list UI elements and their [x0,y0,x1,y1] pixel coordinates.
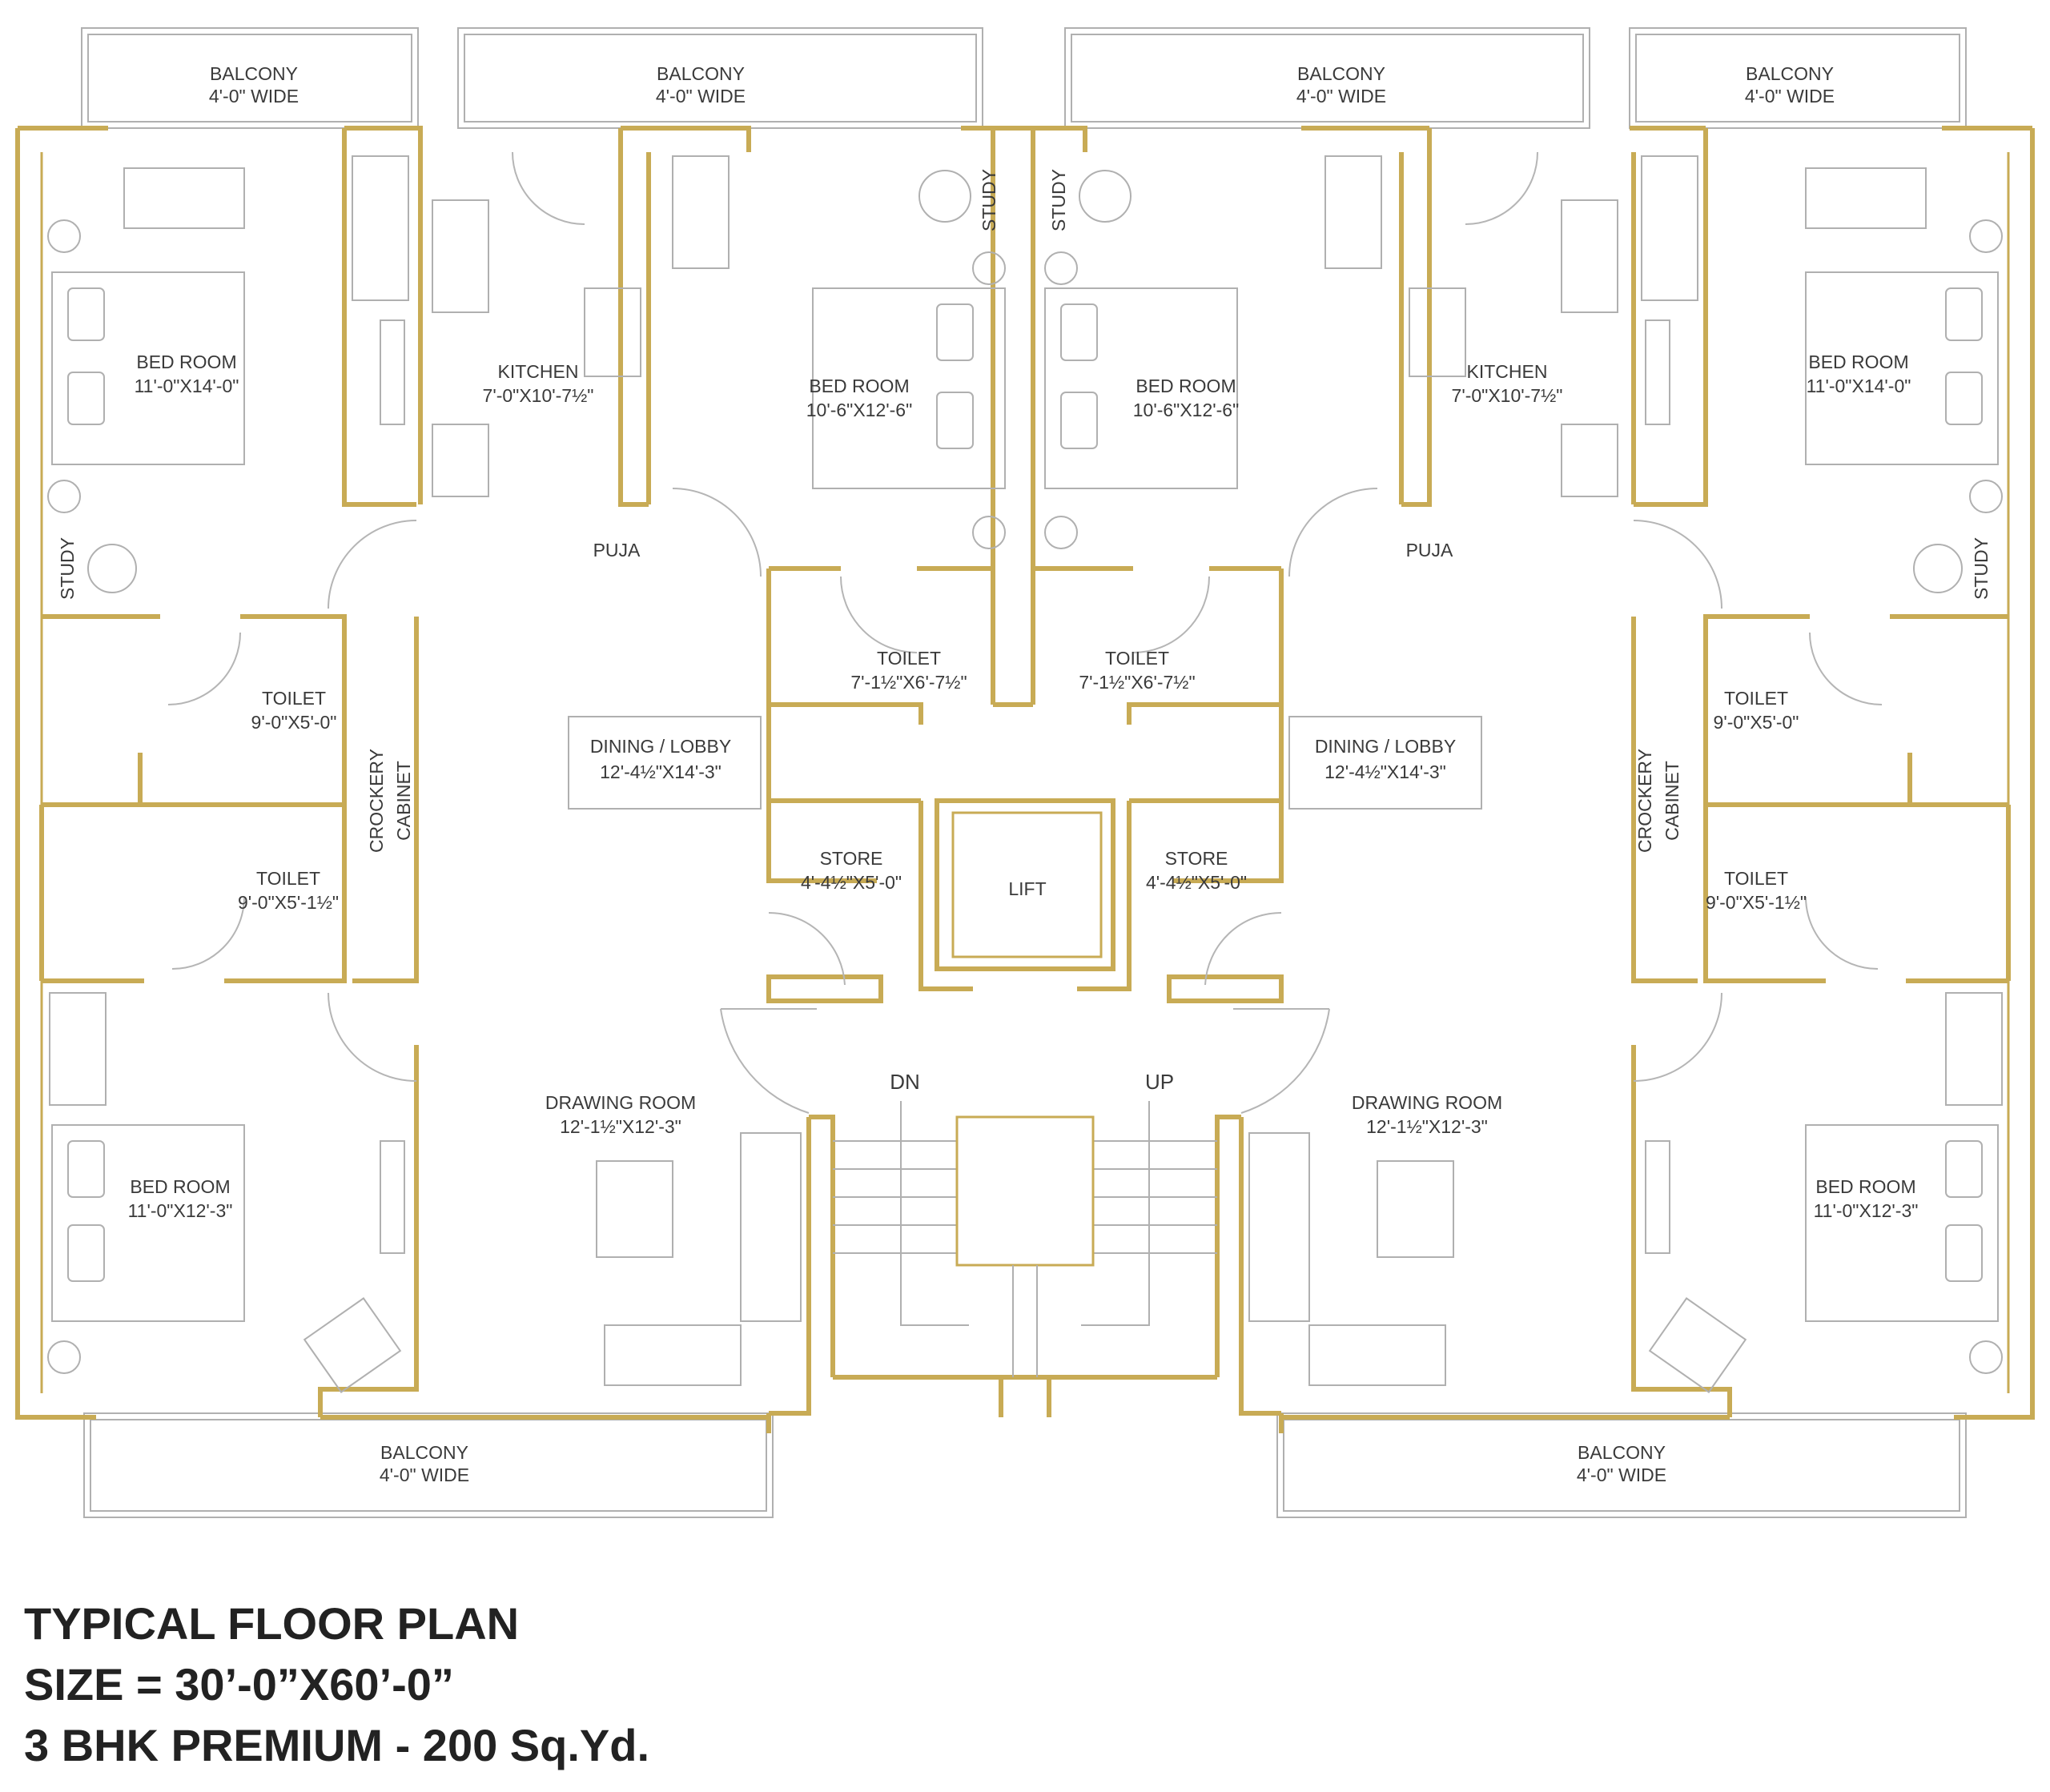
room-labels: BALCONY 4'-0" WIDE BALCONY 4'-0" WIDE BA… [57,63,1992,1485]
toilet-5-size: 9'-0"X5'-0" [1714,712,1799,733]
balcony-top-2-label: BALCONY [657,63,745,84]
balcony-bottom-2-label: BALCONY [1578,1442,1666,1463]
bedroom-2-label: BED ROOM [809,376,909,396]
cabinet-1-label: CABINET [393,761,414,841]
balcony-top-3-size: 4'-0" WIDE [1296,86,1386,106]
drawing-2-size: 12'-1½"X12'-3" [1366,1116,1488,1137]
balcony-top-4-size: 4'-0" WIDE [1745,86,1835,106]
balcony-top-4-label: BALCONY [1746,63,1834,84]
balcony-bottom-2-size: 4'-0" WIDE [1577,1465,1666,1485]
store-1-label: STORE [820,848,883,869]
bedroom-3-label: BED ROOM [1136,376,1236,396]
dining-2-size: 12'-4½"X14'-3" [1324,761,1446,782]
stairs-up-label: UP [1145,1070,1174,1094]
kitchen-2-size: 7'-0"X10'-7½" [1452,385,1563,406]
walls [15,126,2035,1433]
furniture [47,155,2003,1393]
bedroom-4-size: 11'-0"X14'-0" [1807,376,1911,396]
stairs-down-label: DN [890,1070,920,1094]
drawing-1-label: DRAWING ROOM [545,1092,696,1113]
store-2-size: 4'-4½"X5'-0" [1146,872,1247,893]
toilet-2-size: 9'-0"X5'-1½" [238,892,339,913]
study-2-label: STUDY [979,169,999,231]
balcony-top-2-size: 4'-0" WIDE [656,86,746,106]
toilet-4-size: 7'-1½"X6'-7½" [1079,672,1195,693]
bedroom-6-size: 11'-0"X12'-3" [1814,1200,1919,1221]
doors [167,151,1883,1114]
bedroom-6-label: BED ROOM [1815,1176,1915,1197]
toilet-4-label: TOILET [1105,648,1169,669]
bedroom-1-size: 11'-0"X14'-0" [135,376,239,396]
dining-2-label: DINING / LOBBY [1315,736,1456,757]
kitchen-2-label: KITCHEN [1467,361,1548,382]
bedroom-4-label: BED ROOM [1808,352,1908,372]
caption-title: TYPICAL FLOOR PLAN [24,1598,520,1649]
toilet-6-label: TOILET [1724,868,1788,889]
puja-2-label: PUJA [1406,540,1453,561]
balcony-bottom-1-label: BALCONY [380,1442,468,1463]
balcony-railings [81,27,1967,1518]
kitchen-1-label: KITCHEN [498,361,579,382]
toilet-1-label: TOILET [262,688,326,709]
toilet-1-size: 9'-0"X5'-0" [251,712,337,733]
study-4-label: STUDY [1971,537,1992,600]
study-3-label: STUDY [1048,169,1069,231]
drawing-1-size: 12'-1½"X12'-3" [560,1116,681,1137]
caption-size: SIZE = 30’-0”X60’-0” [24,1659,454,1710]
toilet-3-size: 7'-1½"X6'-7½" [850,672,967,693]
drawing-2-label: DRAWING ROOM [1352,1092,1502,1113]
balcony-top-1-size: 4'-0" WIDE [209,86,299,106]
plan-caption: TYPICAL FLOOR PLAN SIZE = 30’-0”X60’-0” … [24,1593,649,1776]
kitchen-1-size: 7'-0"X10'-7½" [483,385,594,406]
dining-1-label: DINING / LOBBY [590,736,731,757]
store-2-label: STORE [1165,848,1228,869]
study-1-label: STUDY [57,537,78,600]
toilet-6-size: 9'-0"X5'-1½" [1706,892,1807,913]
bedroom-3-size: 10'-6"X12'-6" [1133,400,1240,420]
bedroom-1-label: BED ROOM [136,352,236,372]
toilet-3-label: TOILET [877,648,941,669]
lift-label: LIFT [1008,878,1046,899]
floor-plan-drawing: BALCONY 4'-0" WIDE BALCONY 4'-0" WIDE BA… [15,27,2035,1518]
balcony-top-3-label: BALCONY [1297,63,1385,84]
toilet-5-label: TOILET [1724,688,1788,709]
balcony-bottom-1-size: 4'-0" WIDE [380,1465,469,1485]
dining-1-size: 12'-4½"X14'-3" [600,761,722,782]
bedroom-5-size: 11'-0"X12'-3" [128,1200,233,1221]
crockery-1-label: CROCKERY [366,749,387,853]
store-1-size: 4'-4½"X5'-0" [801,872,902,893]
bedroom-5-label: BED ROOM [130,1176,230,1197]
cabinet-2-label: CABINET [1662,761,1682,841]
bedroom-2-size: 10'-6"X12'-6" [806,400,913,420]
puja-1-label: PUJA [593,540,641,561]
balcony-top-1-label: BALCONY [210,63,298,84]
crockery-2-label: CROCKERY [1634,749,1655,853]
toilet-2-label: TOILET [256,868,320,889]
caption-type: 3 BHK PREMIUM - 200 Sq.Yd. [24,1720,650,1770]
